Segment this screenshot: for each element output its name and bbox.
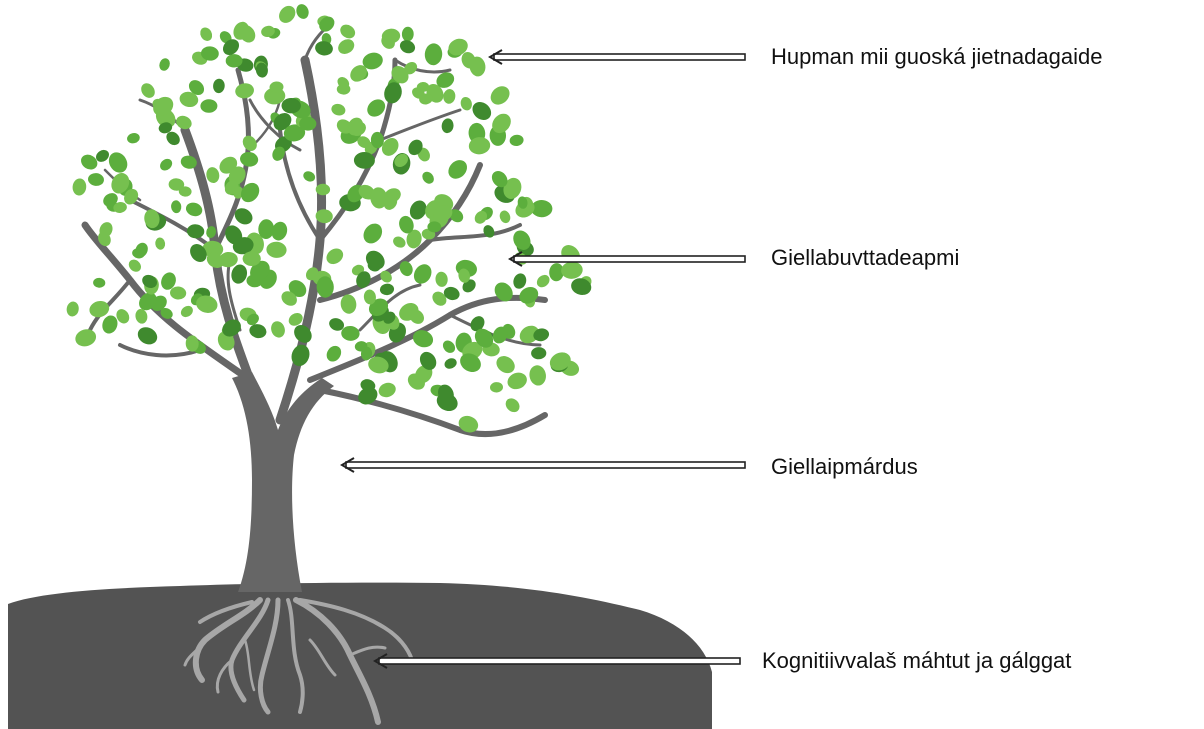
leaf — [341, 325, 361, 341]
leaf — [442, 88, 456, 104]
leaf — [314, 40, 334, 57]
leaf — [391, 234, 407, 250]
leaf — [441, 118, 455, 134]
branch — [320, 165, 480, 300]
leaf — [377, 381, 398, 400]
leaf — [234, 82, 255, 100]
leaf — [339, 293, 357, 314]
leaf — [469, 98, 495, 123]
leaf — [420, 169, 436, 186]
leaf — [302, 169, 317, 183]
leaf — [509, 134, 524, 147]
leaf — [528, 364, 547, 387]
pointer-arrow — [342, 458, 745, 472]
leaf — [445, 156, 471, 182]
leaf — [534, 272, 552, 289]
ground — [8, 583, 712, 729]
arrows — [342, 50, 745, 668]
leaf — [179, 304, 195, 320]
leaf — [205, 166, 221, 184]
leaf — [66, 301, 80, 318]
leaf — [174, 113, 194, 131]
leaf — [239, 151, 259, 168]
leaf — [186, 224, 205, 239]
leaf — [170, 286, 187, 300]
leaf — [511, 272, 528, 291]
leaf — [72, 178, 87, 196]
leaf — [269, 319, 287, 339]
leaf — [138, 81, 157, 101]
leaf — [424, 43, 443, 66]
leaf — [323, 245, 346, 267]
pointer-arrow — [490, 50, 745, 64]
leaf — [134, 308, 148, 325]
leaf — [379, 283, 394, 296]
leaf — [490, 382, 504, 393]
leaf — [198, 25, 214, 43]
leaf — [93, 277, 106, 288]
leaf — [294, 2, 310, 20]
leaf — [360, 220, 386, 247]
leaf — [338, 22, 358, 41]
leaf — [324, 343, 344, 364]
leaf — [410, 327, 435, 350]
label-roots: Kognitiivvalaš máhtut ja gálggat — [762, 650, 1071, 672]
leaf — [335, 36, 357, 57]
leaf — [410, 261, 435, 287]
leaf — [243, 251, 261, 266]
label-trunk: Giellaipmárdus — [771, 456, 918, 478]
label-crown: Hupman mii guoská jietnadagaide — [771, 46, 1102, 68]
leaf — [88, 299, 111, 320]
leaf — [213, 78, 226, 93]
leaf — [276, 3, 299, 27]
leaf — [158, 156, 175, 173]
leaf — [126, 132, 141, 145]
leaf — [135, 324, 160, 348]
leaf — [493, 353, 518, 377]
leaf — [330, 102, 347, 117]
leaf — [440, 338, 457, 355]
leaf — [503, 396, 522, 415]
leaf — [382, 80, 405, 105]
leaf — [73, 327, 98, 349]
leaf — [487, 82, 513, 108]
leaf — [531, 347, 546, 359]
leaf — [505, 370, 529, 392]
leaf — [498, 209, 512, 225]
leaf — [443, 356, 459, 370]
pointer-arrow — [510, 252, 745, 266]
leaf — [126, 257, 143, 274]
leaf — [155, 237, 166, 250]
leaf — [435, 271, 449, 287]
leaf — [87, 172, 104, 187]
leaf — [184, 200, 204, 218]
leaf — [105, 149, 131, 176]
leaf — [170, 200, 181, 214]
leaf — [158, 57, 172, 72]
leaf — [200, 99, 217, 113]
leaf — [402, 27, 414, 42]
branch — [320, 390, 545, 434]
leaf — [266, 241, 287, 259]
leaf — [398, 38, 417, 56]
label-branches: Giellabuvttadeapmi — [771, 247, 959, 269]
